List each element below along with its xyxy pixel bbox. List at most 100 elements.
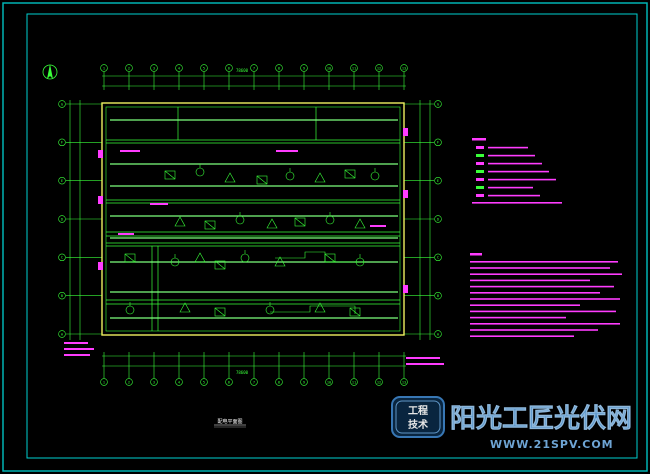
column-bubble xyxy=(375,378,383,386)
column-bubble xyxy=(350,64,358,72)
column-bubble-label: 4 xyxy=(178,66,180,70)
column-bubble-label: 11 xyxy=(352,380,356,384)
row-ticks xyxy=(66,103,434,335)
column-bubble-label: 10 xyxy=(327,380,331,384)
column-bubble-label: 8 xyxy=(278,380,280,384)
note-line-mark xyxy=(470,316,566,319)
row-bubble-label: A xyxy=(61,332,64,336)
column-bubble-label: 6 xyxy=(228,380,230,384)
notes-heading-mark xyxy=(470,253,482,256)
column-bubble xyxy=(225,64,233,72)
column-bubble-label: 7 xyxy=(253,66,255,70)
column-bubble xyxy=(325,378,333,386)
column-bubble-label: 8 xyxy=(278,66,280,70)
equipment-symbols xyxy=(124,164,380,317)
equipment-symbol xyxy=(325,215,335,225)
row-bubble xyxy=(58,176,66,185)
row-bubble-label: D xyxy=(437,217,439,221)
row-bubble-label: C xyxy=(437,256,439,260)
process-line xyxy=(275,251,365,263)
notes-block xyxy=(470,253,622,337)
column-bubble xyxy=(175,378,183,386)
row-bubble xyxy=(58,215,66,223)
column-bubble-label: 9 xyxy=(303,380,305,384)
equipment-symbol xyxy=(256,175,268,185)
column-bubble-label: 2 xyxy=(128,66,130,70)
note-line-mark xyxy=(470,267,610,269)
column-bubble xyxy=(100,64,108,72)
note-line-mark xyxy=(470,292,600,294)
column-bubble xyxy=(200,64,208,72)
row-bubble xyxy=(434,176,442,185)
legend-symbol xyxy=(476,178,484,181)
row-bubble-label: E xyxy=(437,179,439,183)
column-bubble xyxy=(300,378,308,386)
column-bubble xyxy=(125,64,133,72)
legend-text-mark xyxy=(488,162,542,165)
note-line-mark xyxy=(470,335,574,337)
watermark: 工程 技术 阳光工匠光伏网 WWW.21SPV.COM xyxy=(391,396,632,451)
legend-symbol xyxy=(476,186,484,189)
column-bubble-label: 5 xyxy=(203,380,205,384)
row-bubble xyxy=(434,215,442,223)
equipment-symbol xyxy=(354,218,366,229)
equipment-symbol xyxy=(294,217,306,227)
row-bubble xyxy=(434,291,442,300)
column-bubble-label: 3 xyxy=(153,380,155,384)
building-outline xyxy=(101,102,405,336)
column-bubble xyxy=(175,64,183,72)
column-bubble xyxy=(275,378,283,386)
total-dim-bottom: 78600 xyxy=(236,370,249,375)
watermark-logo-icon xyxy=(391,396,445,438)
row-bubble xyxy=(58,291,66,300)
column-bubble-label: 2 xyxy=(128,380,130,384)
equipment-symbol xyxy=(174,216,186,227)
row-bubble-label: F xyxy=(437,141,439,145)
equipment-symbol xyxy=(125,305,135,315)
building-inner-wall xyxy=(105,106,401,332)
column-bubble xyxy=(350,378,358,386)
equipment-symbol xyxy=(314,302,326,313)
row-bubble xyxy=(58,100,66,108)
column-bubble-label: 1 xyxy=(103,380,105,384)
equipment-symbol xyxy=(214,260,226,270)
note-line-mark xyxy=(470,298,620,300)
equipment-symbol xyxy=(370,171,380,181)
distribution-boxes xyxy=(98,128,408,293)
watermark-logo-line1: 工程 xyxy=(408,404,428,417)
total-dim-top: 78600 xyxy=(236,68,249,73)
legend-text-mark xyxy=(488,146,528,149)
note-line-mark xyxy=(470,285,614,288)
equipment-symbol xyxy=(314,172,326,183)
column-bubble xyxy=(300,64,308,72)
row-bubble xyxy=(58,138,66,147)
column-bubble-label: 1 xyxy=(103,66,105,70)
lighting-trunk-lines xyxy=(110,119,398,319)
note-line-mark xyxy=(470,329,598,331)
equipment-symbol xyxy=(204,220,216,230)
column-bubble xyxy=(200,378,208,386)
legend-symbol xyxy=(476,154,484,157)
column-bubble xyxy=(150,378,158,386)
row-bubble-label: D xyxy=(61,217,63,221)
row-bubble-label: F xyxy=(61,141,63,145)
column-bubble xyxy=(325,64,333,72)
column-bubble xyxy=(375,64,383,72)
row-bubble xyxy=(434,138,442,147)
column-bubble-label: 12 xyxy=(377,380,381,384)
equipment-symbol xyxy=(194,252,206,263)
equipment-symbol xyxy=(164,170,176,180)
equipment-symbol xyxy=(240,253,250,263)
legend-symbol xyxy=(476,170,484,173)
column-bubble xyxy=(100,378,108,386)
note-line-mark xyxy=(470,261,618,263)
column-bubble xyxy=(400,378,408,386)
column-bubble-label: 6 xyxy=(228,66,230,70)
equipment-symbol xyxy=(124,253,136,263)
legend-heading-mark xyxy=(472,138,486,141)
